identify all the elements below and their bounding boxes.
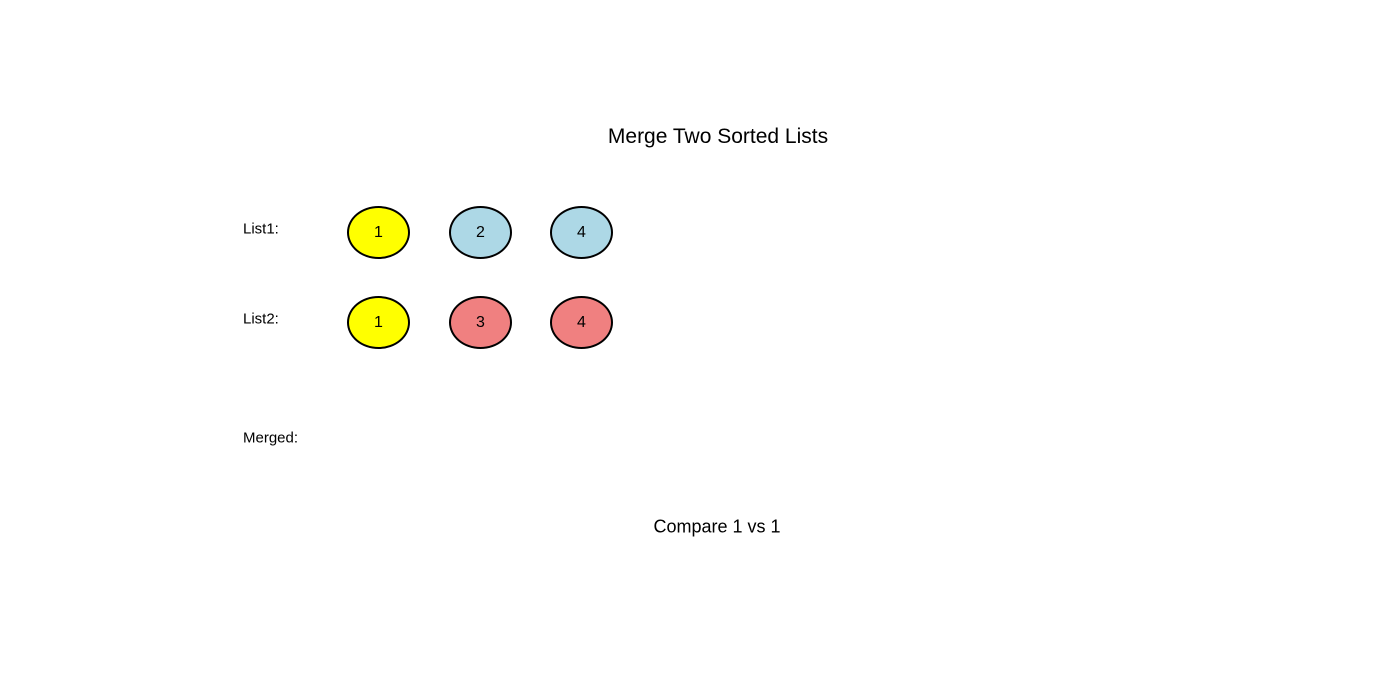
- figure-title: Merge Two Sorted Lists: [607, 125, 829, 148]
- status-caption: Compare 1 vs 1: [653, 516, 781, 537]
- list1-node-1: 2: [449, 206, 512, 259]
- list2-node-2: 4: [550, 296, 613, 349]
- list1-node-0: 1: [347, 206, 410, 259]
- merged-label: Merged:: [243, 429, 299, 447]
- list1-label: List1:: [243, 220, 279, 238]
- list2-label: List2:: [243, 310, 279, 328]
- list2-node-1: 3: [449, 296, 512, 349]
- list2-node-0: 1: [347, 296, 410, 349]
- list1-node-2: 4: [550, 206, 613, 259]
